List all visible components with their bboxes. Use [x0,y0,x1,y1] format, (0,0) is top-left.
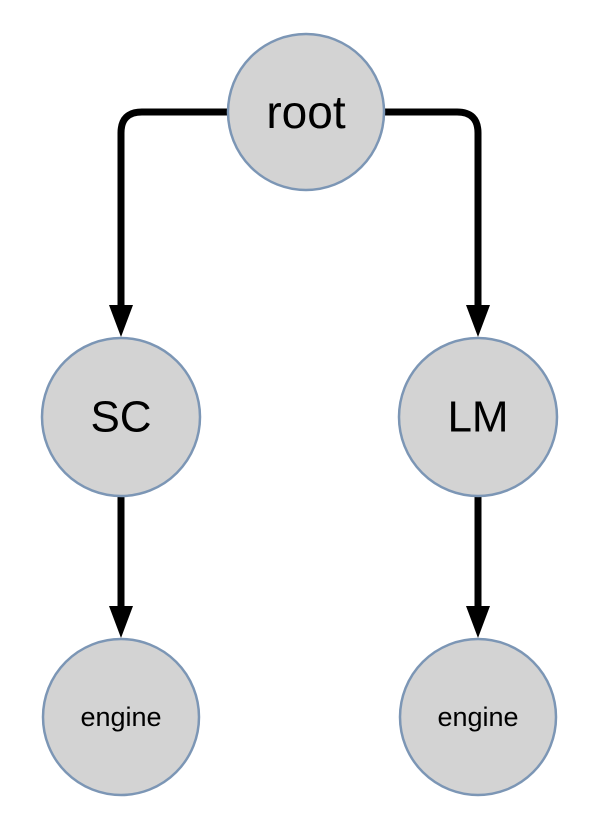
edge-line [117,108,227,307]
node-shape [226,32,386,192]
arrow-head-icon [109,305,133,337]
edge-line [385,108,482,307]
node-shape [41,637,201,797]
node-engine-left[interactable]: engine [41,637,201,797]
edge-root-to-sc[interactable] [109,108,227,337]
node-label: engine [437,702,518,732]
node-lm[interactable]: LM [397,336,559,498]
node-sc[interactable]: SC [40,336,202,498]
node-root[interactable]: root [226,32,386,192]
node-layer: root SC LM engine engine [40,32,559,797]
node-engine-right[interactable]: engine [398,637,558,797]
edge-layer [109,108,490,638]
arrow-head-icon [466,606,490,638]
edge-root-to-lm[interactable] [385,108,490,337]
node-shape [40,336,202,498]
node-shape [398,637,558,797]
arrow-head-icon [466,305,490,337]
edge-lm-to-engine-right[interactable] [466,496,490,638]
node-label: SC [90,393,151,442]
node-label: LM [447,393,508,442]
arrow-head-icon [109,606,133,638]
node-label: engine [80,702,161,732]
edge-sc-to-engine-left[interactable] [109,496,133,638]
node-shape [397,336,559,498]
node-label: root [266,86,345,138]
